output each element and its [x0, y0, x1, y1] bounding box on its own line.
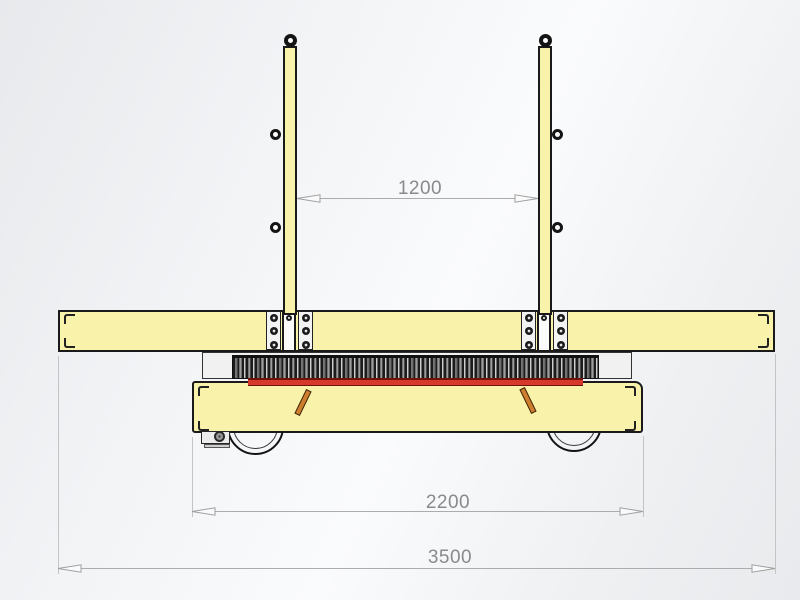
- left-post-hook-icon: [270, 129, 281, 140]
- extension-line-2200-left: [192, 437, 193, 517]
- dim-line-3500: [58, 568, 775, 569]
- beam-corner-mark-tr: [758, 314, 769, 324]
- bolt-icon: [302, 327, 310, 335]
- dim-label-stake-spacing: 1200: [397, 178, 443, 199]
- extension-line-3500-right: [775, 354, 776, 574]
- body-corner-mark-tr: [625, 386, 636, 396]
- left-post-hook-icon: [270, 222, 281, 233]
- body-corner-mark-br: [625, 421, 636, 431]
- body-corner-mark-tl: [198, 386, 209, 396]
- dim-label-wheel-base: 2200: [425, 492, 471, 513]
- right-post-hook-icon: [552, 222, 563, 233]
- bolt-icon: [270, 314, 278, 322]
- bolt-icon: [525, 327, 533, 335]
- left-post-through-column: [282, 310, 296, 350]
- bolt-icon: [525, 341, 533, 349]
- right-post-hook-icon: [552, 129, 563, 140]
- bolt-icon: [270, 341, 278, 349]
- bolt-icon: [525, 314, 533, 322]
- dim-arrow-left-icon: [192, 507, 216, 516]
- bolt-icon: [270, 327, 278, 335]
- dim-arrow-right-icon: [751, 564, 775, 573]
- beam-corner-mark-br: [758, 338, 769, 348]
- dim-arrow-right-icon: [619, 507, 643, 516]
- axle-bearing: [214, 431, 225, 442]
- bolt-icon: [557, 341, 565, 349]
- body-corner-mark-bl: [198, 421, 209, 431]
- dim-line-1200: [297, 198, 538, 199]
- red-seal-ring: [248, 378, 583, 386]
- right-stake-post: [538, 46, 552, 315]
- bolt-icon: [286, 315, 292, 321]
- axle-box-base: [204, 444, 230, 448]
- cart-body: [192, 381, 643, 433]
- left-stake-post: [283, 46, 297, 315]
- beam-corner-mark-tl: [64, 314, 75, 324]
- cross-beam: [58, 310, 775, 352]
- extension-line-2200-right: [643, 436, 644, 517]
- bolt-icon: [557, 327, 565, 335]
- right-post-through-column: [537, 310, 551, 350]
- bolt-icon: [302, 314, 310, 322]
- left-post-eyelet-icon: [284, 34, 297, 47]
- extension-line-3500-left: [58, 356, 59, 574]
- bolt-icon: [557, 314, 565, 322]
- bolt-icon: [541, 315, 547, 321]
- dim-arrow-right-icon: [514, 194, 538, 203]
- dim-line-2200: [192, 511, 643, 512]
- bolt-icon: [302, 341, 310, 349]
- right-post-eyelet-icon: [539, 34, 552, 47]
- beam-corner-mark-bl: [64, 338, 75, 348]
- dim-arrow-left-icon: [297, 194, 321, 203]
- dim-arrow-left-icon: [58, 564, 82, 573]
- dim-label-overall-width: 3500: [427, 547, 473, 568]
- slewing-gear-teeth: [232, 355, 599, 379]
